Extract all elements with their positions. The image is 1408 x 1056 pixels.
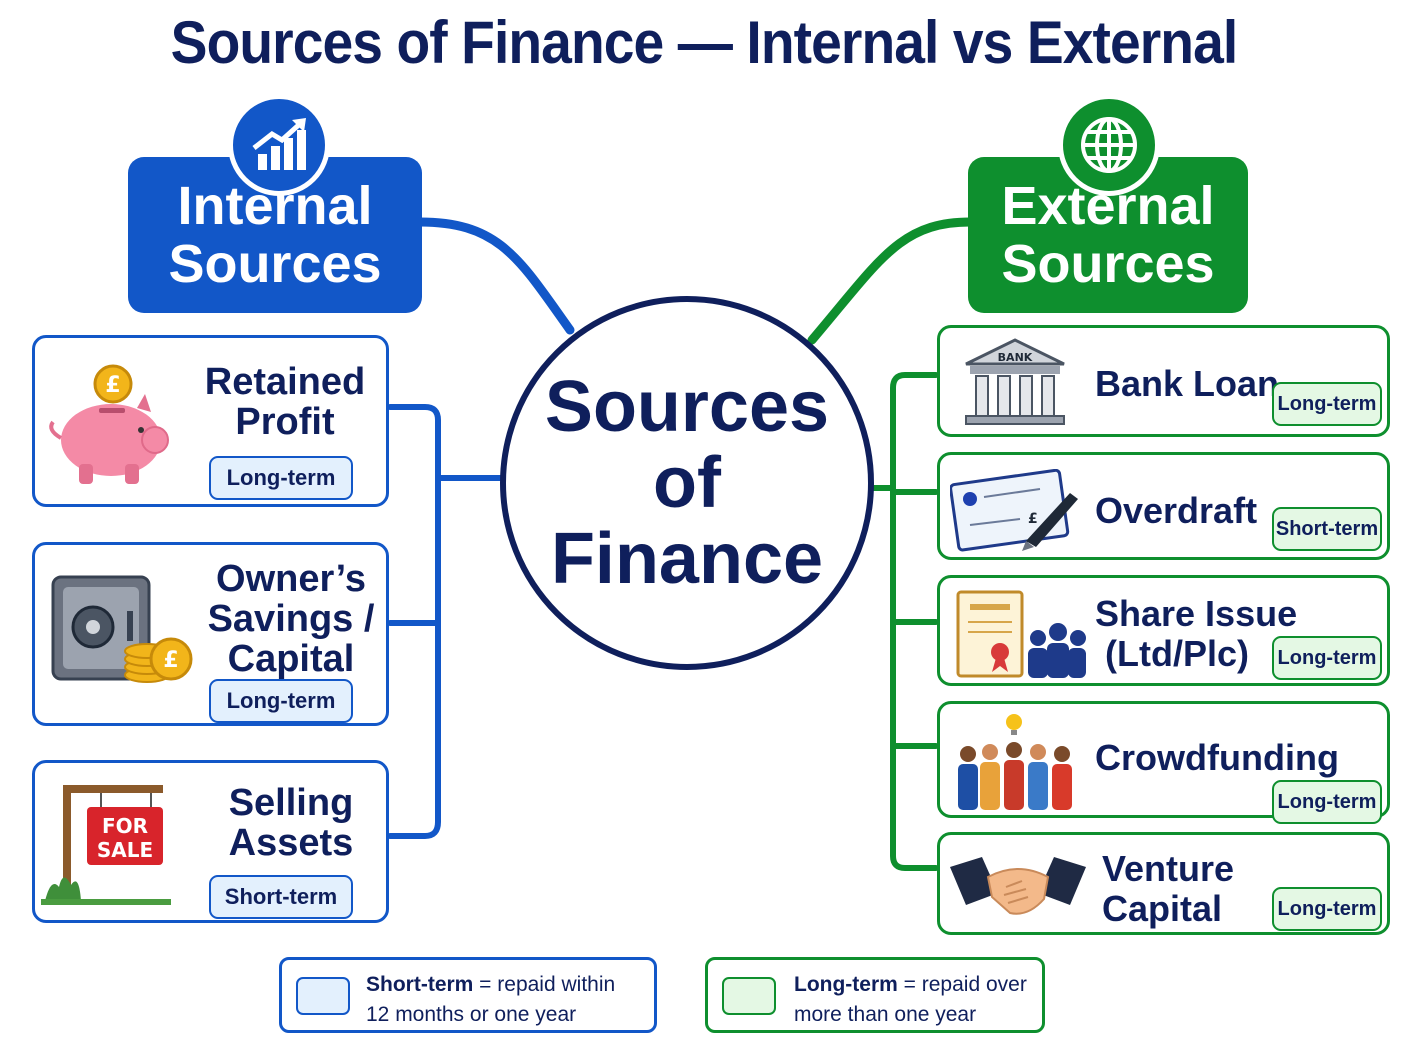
share-issue-badge: Long-term <box>1272 636 1382 680</box>
overdraft-title: Overdraft <box>1095 490 1258 531</box>
card-bank-loan: BANK Bank Loan Long-term <box>937 325 1390 437</box>
venture-capital-title-line2: Capital <box>1102 888 1223 929</box>
legend-short-term: Short-term = repaid within 12 months or … <box>279 957 657 1033</box>
internal-heading-line2: Sources <box>168 234 382 294</box>
svg-text:£: £ <box>163 648 178 673</box>
bar-chart-growth-icon <box>228 94 330 196</box>
legend-long-term: Long-term = repaid over more than one ye… <box>705 957 1045 1033</box>
certificate-people-icon <box>956 590 1086 678</box>
share-issue-title-line2: (Ltd/Plc) <box>1105 633 1249 674</box>
cheque-pen-icon: £ <box>950 469 1078 552</box>
connector-external-heading <box>807 217 975 345</box>
card-crowdfunding: Crowdfunding Long-term <box>937 701 1390 824</box>
legend-short-swatch <box>296 977 350 1015</box>
bank-icon-label: BANK <box>998 351 1033 364</box>
center-line2: of <box>653 443 721 523</box>
venture-capital-badge: Long-term <box>1272 887 1382 931</box>
internal-sources-heading: Internal Sources <box>128 157 422 313</box>
owners-savings-badge: Long-term <box>209 679 353 723</box>
legend-short-term-label: Short-term <box>366 973 474 996</box>
connector-external-bracket <box>861 372 939 871</box>
external-heading-line2: Sources <box>1001 234 1215 294</box>
bank-icon: BANK <box>965 338 1065 425</box>
bank-loan-title: Bank Loan <box>1095 363 1280 404</box>
safe-coins-icon: £ <box>51 575 193 683</box>
handshake-icon <box>950 857 1086 915</box>
card-venture-capital: Venture Capital Long-term <box>937 832 1390 935</box>
legend-long-line1: = repaid over <box>897 973 1027 996</box>
connector-internal-bracket <box>387 404 505 839</box>
svg-text:£: £ <box>105 373 120 398</box>
selling-assets-badge: Short-term <box>209 875 353 919</box>
share-issue-title-line1: Share Issue <box>1095 593 1298 634</box>
crowd-icon <box>958 714 1072 810</box>
center-node: Sources of Finance <box>500 296 874 670</box>
bank-loan-badge: Long-term <box>1272 382 1382 426</box>
center-line3: Finance <box>550 519 824 599</box>
crowdfunding-badge: Long-term <box>1272 780 1382 824</box>
legend-short-line2: 12 months or one year <box>366 1003 577 1026</box>
card-share-issue: Share Issue (Ltd/Plc) Long-term <box>937 575 1390 686</box>
legend-long-swatch <box>722 977 776 1015</box>
card-selling-assets: FOR SALE Selling Assets Short-term <box>32 760 389 923</box>
legend-long-line2: more than one year <box>794 1003 977 1026</box>
connector-internal-heading <box>415 217 575 335</box>
external-sources-heading: External Sources <box>968 157 1248 313</box>
for-sale-sign-icon: FOR SALE <box>41 785 171 905</box>
center-line1: Sources <box>544 367 830 447</box>
legend-short-line1: = repaid within <box>473 973 616 996</box>
sign-line2: SALE <box>97 838 153 862</box>
owners-savings-title-line2: Savings / <box>207 598 375 640</box>
sign-line1: FOR <box>102 814 148 838</box>
page-title: Sources of Finance — Internal vs Externa… <box>170 9 1239 76</box>
selling-assets-title-line1: Selling <box>228 782 354 824</box>
crowdfunding-title: Crowdfunding <box>1095 737 1339 778</box>
selling-assets-title-line2: Assets <box>228 822 354 864</box>
card-retained-profit: £ Retained Profit Long-term <box>32 335 389 507</box>
svg-text:£: £ <box>1028 511 1038 527</box>
legend-long-term-label: Long-term <box>794 973 898 996</box>
owners-savings-title-line1: Owner’s <box>216 558 366 600</box>
card-owners-savings: £ Owner’s Savings / Capital Long-term <box>32 542 389 726</box>
card-overdraft: £ Overdraft Short-term <box>937 452 1390 560</box>
overdraft-badge: Short-term <box>1272 507 1382 551</box>
piggy-bank-icon: £ <box>49 364 169 484</box>
globe-icon <box>1058 94 1160 196</box>
retained-profit-title-line2: Profit <box>235 401 335 443</box>
retained-profit-title-line1: Retained <box>204 361 366 403</box>
owners-savings-title-line3: Capital <box>227 638 355 680</box>
retained-profit-badge: Long-term <box>209 456 353 500</box>
venture-capital-title-line1: Venture <box>1102 848 1235 889</box>
